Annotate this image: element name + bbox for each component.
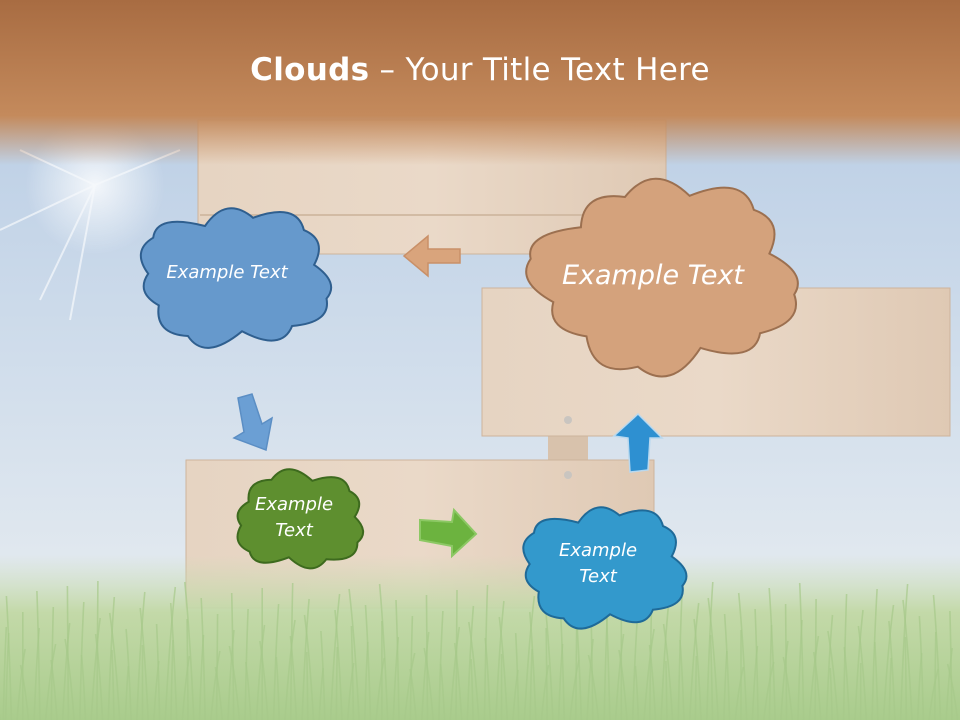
arrow-up-icon xyxy=(612,412,664,473)
cloud-line: Text xyxy=(579,566,617,588)
cloud-line: Example xyxy=(558,540,638,561)
arrow-right-icon xyxy=(419,507,478,559)
cloud-text-tan-large: Example Text xyxy=(530,256,776,295)
cloud-text-blue-large: Example Text xyxy=(124,260,330,286)
cloud-shape-blue-large xyxy=(139,207,333,349)
cloud-line: Example Text xyxy=(561,260,745,291)
cloud-shape-tan-large xyxy=(525,177,799,378)
title-bold: Clouds xyxy=(250,52,370,88)
cloud-shape-green xyxy=(236,468,365,570)
cloud-line: Text xyxy=(275,520,313,542)
arrow-left-icon xyxy=(402,234,461,278)
cloud-shape-blue-small xyxy=(522,506,688,630)
title-rest: Your Title Text Here xyxy=(405,52,710,88)
title-separator: – xyxy=(369,52,406,88)
arrow-down-icon xyxy=(232,393,274,452)
cloud-line: Example Text xyxy=(166,262,288,283)
cloud-text-blue-small: Example Text xyxy=(518,538,678,590)
cloud-line: Example xyxy=(254,494,334,515)
slide-title: Clouds – Your Title Text Here xyxy=(0,52,960,88)
cloud-text-green: Example Text xyxy=(226,492,362,544)
